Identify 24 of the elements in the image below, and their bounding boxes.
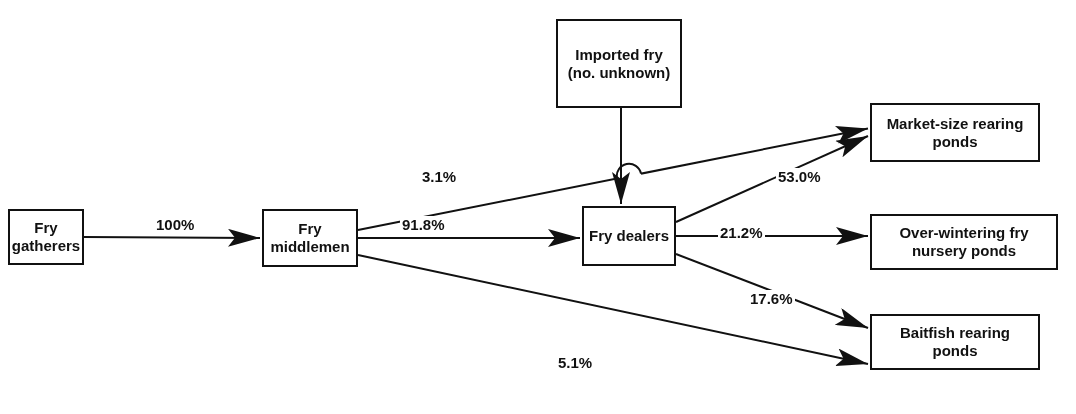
- edge-label: 53.0%: [776, 168, 823, 185]
- arrow: [357, 254, 869, 367]
- box-label: Over-wintering fry nursery ponds: [898, 224, 1030, 260]
- box-label: Fry dealers: [588, 227, 669, 245]
- box-label: Fry gatherers: [11, 219, 81, 255]
- process-box: [870, 103, 1040, 162]
- box-label: Fry middlemen: [269, 220, 351, 256]
- arrow: [83, 228, 261, 247]
- process-box: [582, 206, 676, 266]
- process-box: [870, 314, 1040, 370]
- process-box: [262, 209, 358, 267]
- arrow: [357, 229, 581, 247]
- arrow: [675, 253, 869, 329]
- edge-label: 91.8%: [400, 216, 447, 233]
- arrow: [675, 135, 869, 223]
- arrow: [357, 125, 869, 231]
- process-box: [870, 214, 1058, 270]
- arrow: [612, 107, 630, 205]
- edge-label: 17.6%: [748, 290, 795, 307]
- box-label: Baitfish rearing ponds: [899, 324, 1011, 360]
- process-box: [8, 209, 84, 265]
- process-box: [556, 19, 682, 108]
- box-label: Market-size rearing ponds: [885, 114, 1025, 151]
- box-label: Imported fry (no. unknown): [566, 45, 672, 82]
